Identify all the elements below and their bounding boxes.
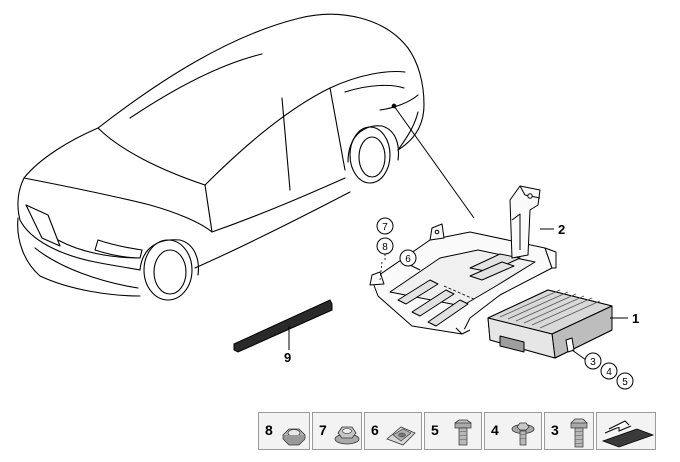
leader-line	[393, 105, 475, 219]
parts-cell-label: 7	[319, 422, 327, 438]
flange-nut-icon	[334, 426, 360, 445]
install-direction-icon	[601, 420, 655, 448]
bracket-part	[369, 185, 557, 335]
parts-cell-4[interactable]: 4	[484, 412, 542, 450]
parts-cell-7[interactable]: 7	[312, 412, 362, 450]
circled-ref-7: 7	[382, 222, 388, 233]
damping-strip-part	[233, 299, 333, 353]
parts-cell-6[interactable]: 6	[364, 412, 422, 450]
parts-cell-symbol[interactable]	[596, 412, 656, 450]
circled-ref-8: 8	[382, 242, 388, 253]
nut-icon	[282, 428, 306, 446]
bolt-icon	[454, 419, 472, 446]
parts-cell-3[interactable]: 3	[544, 412, 594, 450]
amplifier-part	[487, 289, 613, 359]
parts-cell-label: 6	[371, 422, 379, 438]
parts-cell-label: 4	[491, 422, 499, 438]
circled-ref-4: 4	[606, 367, 612, 378]
parts-cell-label: 8	[265, 422, 273, 438]
callout-amplifier: 1	[632, 311, 639, 326]
washer-screw-icon	[511, 422, 535, 446]
parts-cell-5[interactable]: 5	[424, 412, 482, 450]
circled-ref-6: 6	[405, 254, 411, 265]
callout-damping-strip: 9	[284, 350, 291, 365]
clip-nut-icon	[386, 426, 416, 446]
parts-cell-label: 3	[551, 422, 559, 438]
hex-bolt-icon	[570, 418, 588, 448]
circled-ref-5: 5	[622, 377, 628, 388]
parts-cell-label: 5	[431, 422, 439, 438]
car-outline	[17, 13, 425, 301]
circled-ref-3: 3	[590, 357, 596, 368]
callout-bracket: 2	[558, 222, 565, 237]
parts-cell-8[interactable]: 8	[258, 412, 310, 450]
parts-strip: 8 7 6 5 4	[258, 412, 656, 452]
